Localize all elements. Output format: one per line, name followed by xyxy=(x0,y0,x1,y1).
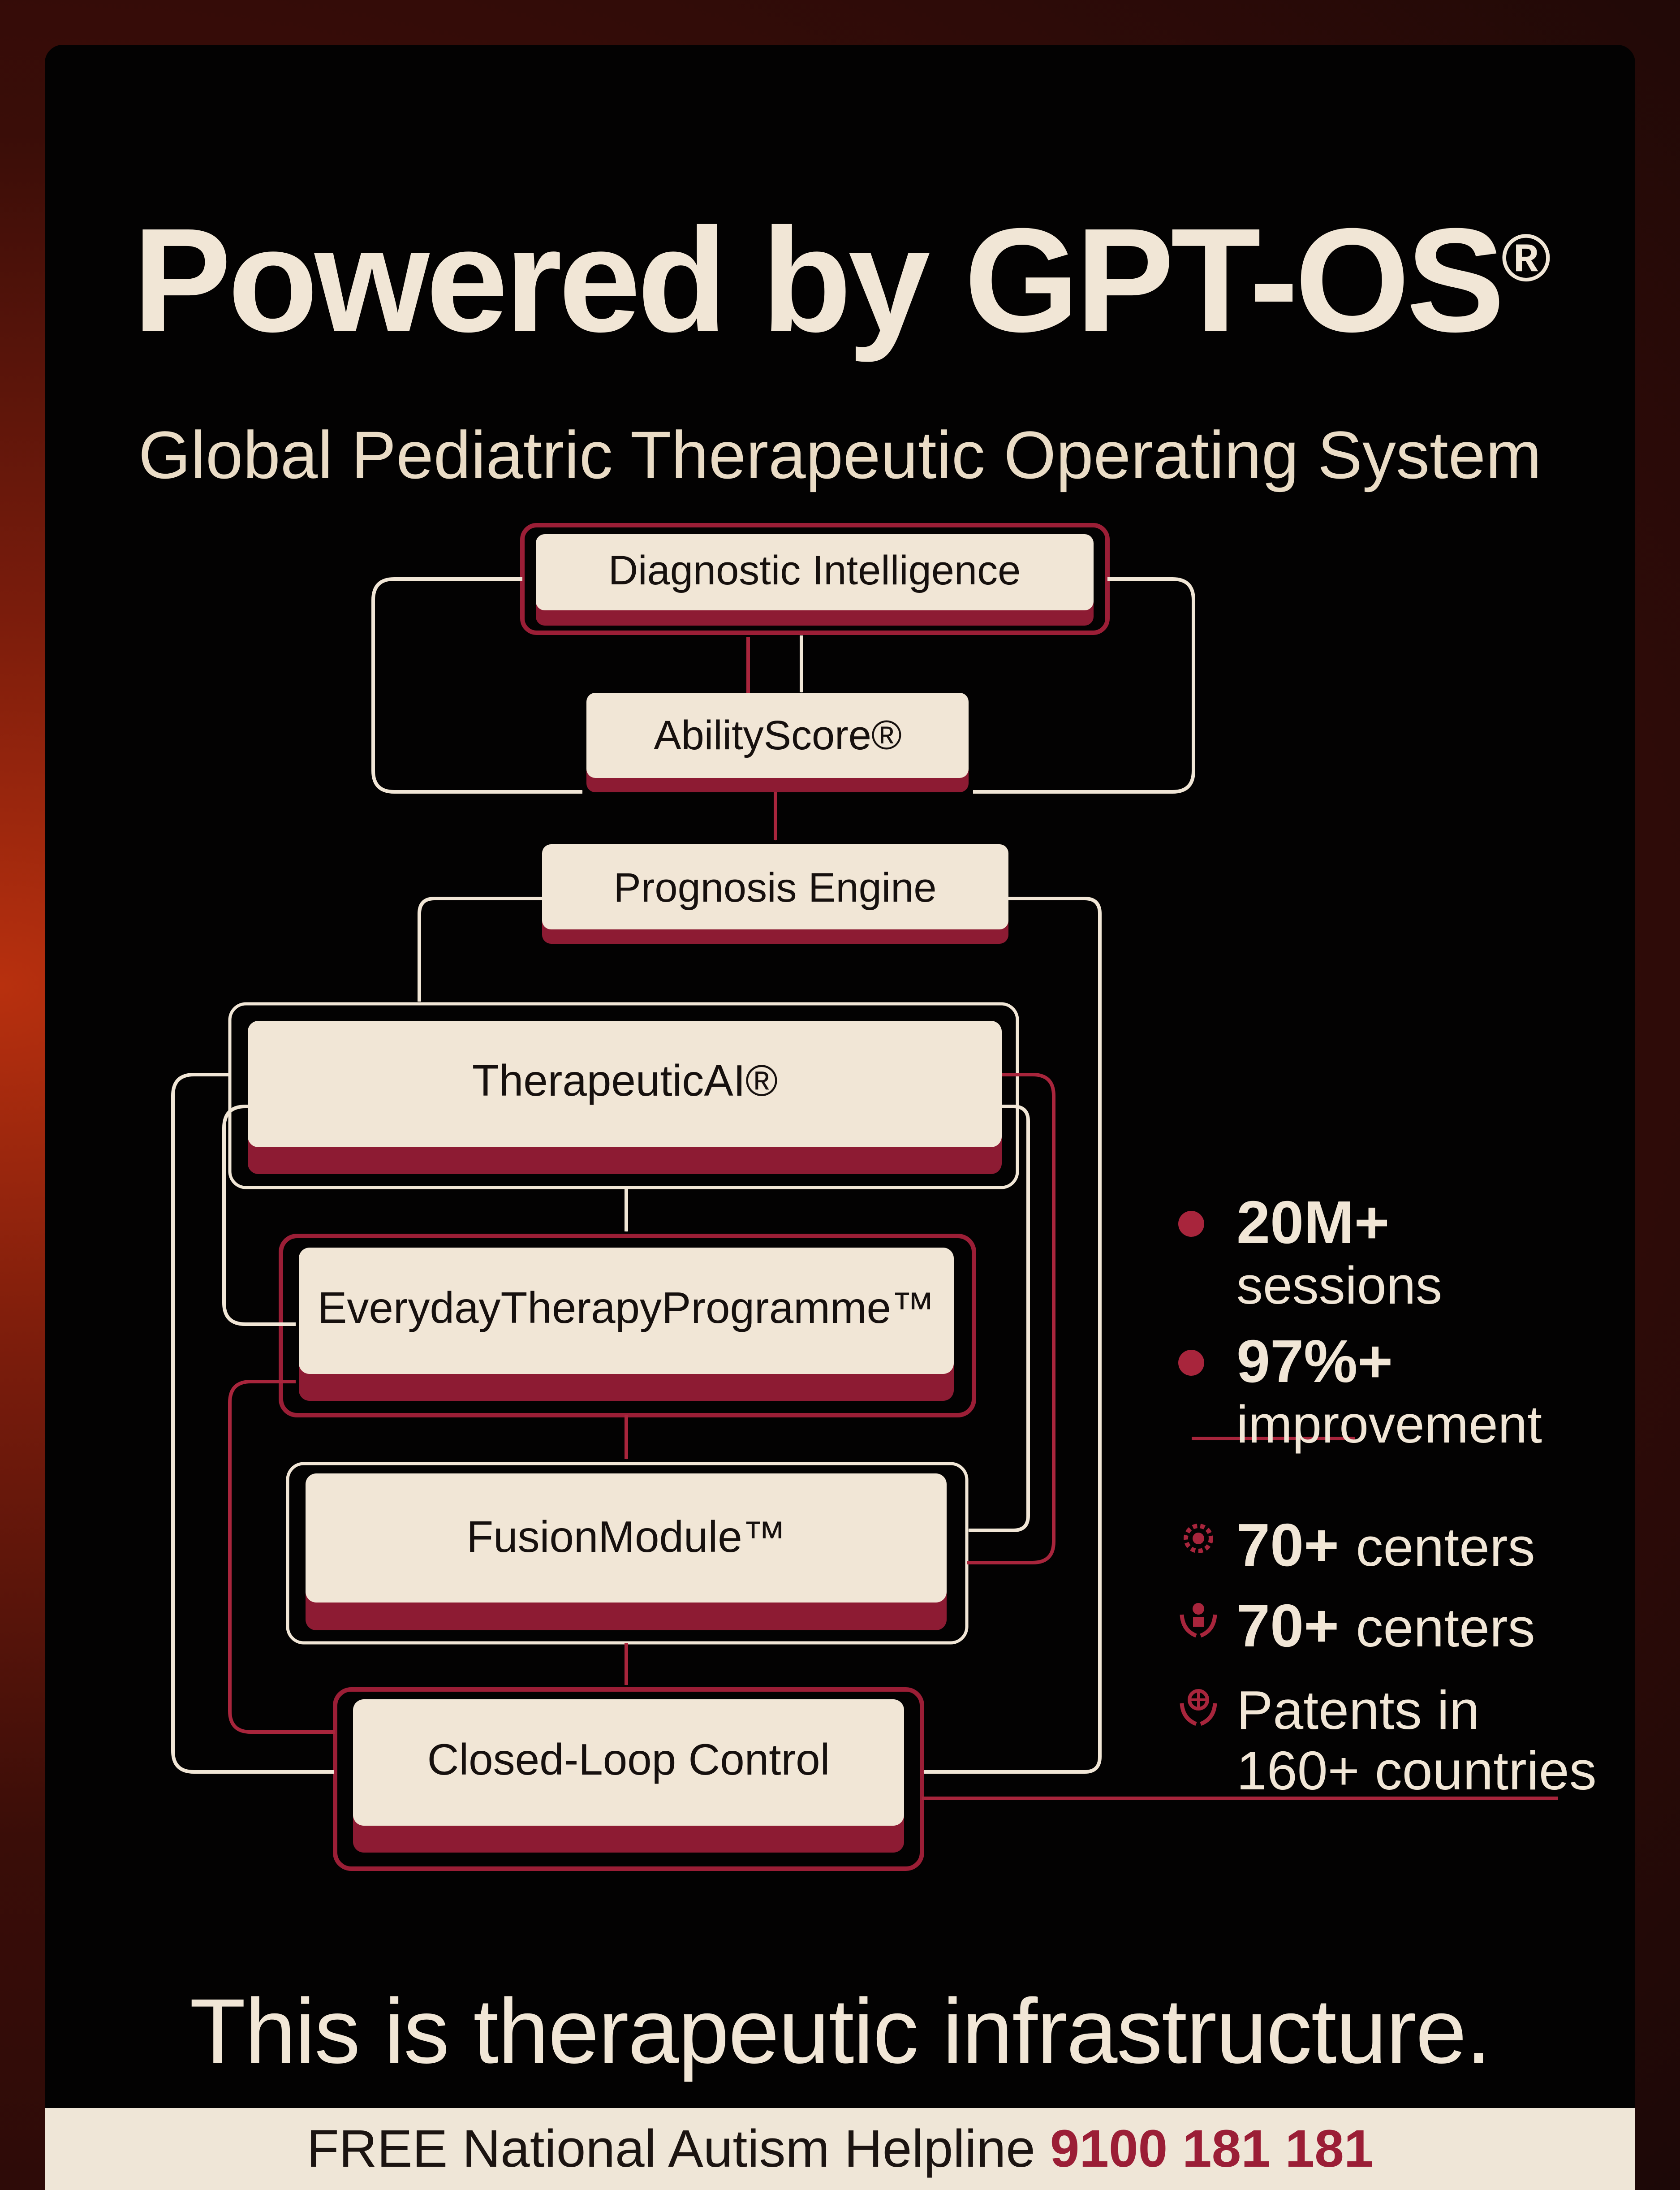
stat-value: 20M+ xyxy=(1236,1188,1390,1256)
node-therapeutic-ai: TherapeuticAI® xyxy=(228,1002,1019,1189)
tagline: This is therapeutic infrastructure. xyxy=(190,1980,1491,2082)
connectors-accent xyxy=(228,637,1558,1800)
stat-label: centers xyxy=(1356,1516,1535,1577)
hands-person-icon xyxy=(1178,1599,1219,1639)
connectors-cream xyxy=(171,577,1195,1774)
footer-banner: FREE National Autism Helpline 9100 181 1… xyxy=(45,2108,1635,2190)
node-label: EverydayTherapyProgramme™ xyxy=(318,1283,935,1332)
stat-label: sessions xyxy=(1236,1256,1443,1315)
registered-mark: ® xyxy=(1501,220,1551,295)
stat-value: 70+ xyxy=(1236,1592,1339,1659)
title-text: Powered by GPT-OS xyxy=(133,197,1505,363)
node-label: TherapeuticAI® xyxy=(472,1056,778,1105)
page-subtitle: Global Pediatric Therapeutic Operating S… xyxy=(138,417,1542,492)
node-prognosis-engine: Prognosis Engine xyxy=(542,844,1008,944)
node-fusion-module: FusionModule™ xyxy=(286,1462,969,1645)
bullet-dot xyxy=(1178,1211,1204,1237)
node-label: AbilityScore® xyxy=(654,713,902,758)
stat-label: Patents in xyxy=(1236,1680,1480,1741)
globe-hands-icon xyxy=(1178,1686,1219,1727)
stat-value: 97%+ xyxy=(1236,1327,1393,1395)
helpline-phone-link[interactable]: 9100 181 181 xyxy=(1050,2119,1374,2178)
node-label: Diagnostic Intelligence xyxy=(608,548,1021,593)
node-everyday-therapy-programme: EverydayTherapyProgramme™ xyxy=(279,1234,976,1417)
stat-label: improvement xyxy=(1236,1395,1542,1454)
stat-label: centers xyxy=(1356,1597,1535,1658)
poster-panel: Powered by GPT-OS® Global Pediatric Ther… xyxy=(45,45,1635,2190)
node-label: Prognosis Engine xyxy=(613,865,936,911)
node-closed-loop-control: Closed-Loop Control xyxy=(333,1687,924,1871)
stat-value: 70+ xyxy=(1236,1511,1339,1579)
node-diagnostic-intelligence: Diagnostic Intelligence xyxy=(520,523,1110,635)
node-label: Closed-Loop Control xyxy=(427,1735,830,1784)
node-ability-score: AbilityScore® xyxy=(586,693,969,792)
node-label: FusionModule™ xyxy=(466,1512,786,1561)
stat-label: 160+ countries xyxy=(1236,1740,1597,1801)
flow-diagram: Diagnostic Intelligence AbilityScore® Pr… xyxy=(171,523,1558,1871)
footer-label: FREE National Autism Helpline xyxy=(306,2119,1035,2178)
page-title: Powered by GPT-OS® xyxy=(45,206,1635,354)
gear-icon xyxy=(1178,1518,1219,1559)
bullet-dot xyxy=(1178,1350,1204,1376)
